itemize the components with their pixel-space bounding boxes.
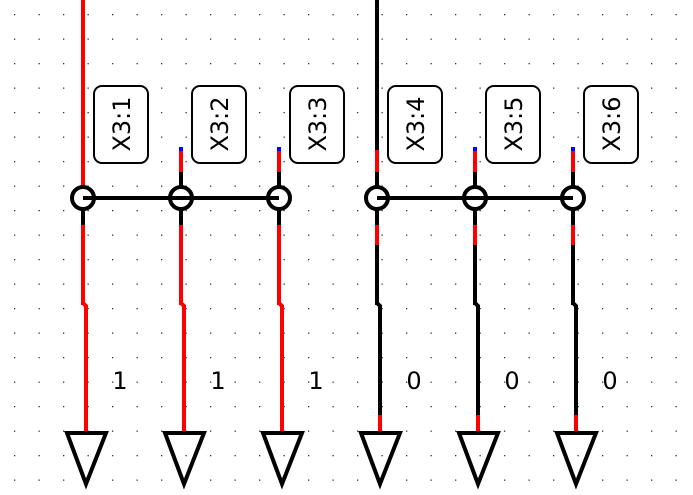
output-wire[interactable] bbox=[81, 301, 88, 434]
pin-label: X3:6 bbox=[598, 96, 626, 151]
pin-endpoint bbox=[571, 147, 575, 151]
splitter-pin-circle[interactable] bbox=[462, 185, 488, 211]
pin-label-box bbox=[289, 85, 345, 164]
output-wire[interactable] bbox=[473, 301, 480, 415]
splitter-pin-circle[interactable] bbox=[168, 185, 194, 211]
output-probe-triangle[interactable] bbox=[456, 431, 501, 490]
output-probe-triangle[interactable] bbox=[358, 431, 403, 490]
pin-label-box bbox=[387, 85, 443, 164]
pin-label-box bbox=[583, 85, 639, 164]
output-value: 1 bbox=[210, 367, 225, 395]
pin-label: X3:4 bbox=[402, 96, 430, 151]
pin-label: X3:1 bbox=[108, 96, 136, 151]
pin-label-box bbox=[191, 85, 247, 164]
splitter-pin-circle[interactable] bbox=[364, 185, 390, 211]
output-value: 0 bbox=[602, 367, 617, 395]
pin-label-box bbox=[485, 85, 541, 164]
pin-endpoint bbox=[277, 147, 281, 151]
output-value: 0 bbox=[504, 367, 519, 395]
splitter-pin-circle[interactable] bbox=[70, 185, 96, 211]
output-value: 1 bbox=[308, 367, 323, 395]
pin-label: X3:5 bbox=[500, 96, 528, 151]
output-value: 1 bbox=[112, 367, 127, 395]
splitter-pin-circle[interactable] bbox=[560, 185, 586, 211]
pin-endpoint bbox=[179, 147, 183, 151]
output-probe-triangle[interactable] bbox=[64, 431, 109, 490]
output-wire[interactable] bbox=[277, 301, 284, 434]
output-wire[interactable] bbox=[375, 301, 382, 415]
pin-endpoint bbox=[473, 147, 477, 151]
output-probe-triangle[interactable] bbox=[554, 431, 599, 490]
pin-label: X3:2 bbox=[206, 96, 234, 151]
splitter-pin-circle[interactable] bbox=[266, 185, 292, 211]
output-value: 0 bbox=[406, 367, 421, 395]
output-wire[interactable] bbox=[179, 301, 186, 434]
pin-label-box bbox=[93, 85, 149, 164]
output-probe-triangle[interactable] bbox=[260, 431, 305, 490]
pin-label: X3:3 bbox=[304, 96, 332, 151]
output-wire[interactable] bbox=[571, 301, 578, 415]
output-probe-triangle[interactable] bbox=[162, 431, 207, 490]
